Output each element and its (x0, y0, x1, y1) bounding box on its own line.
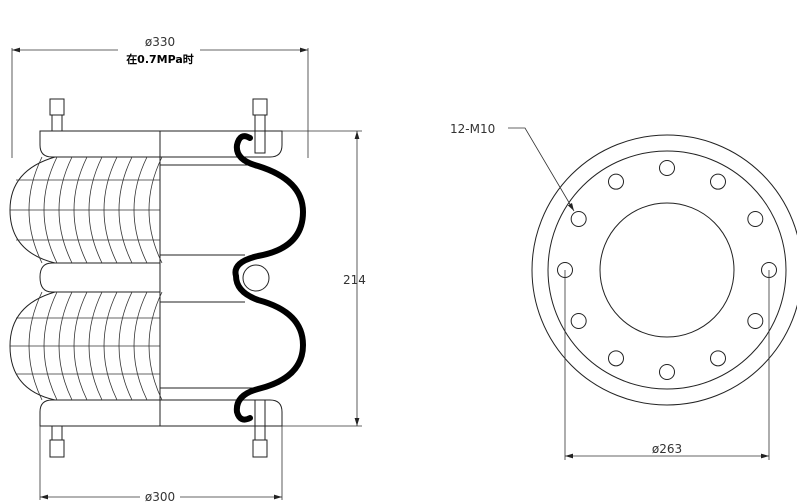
bottom-plate (39, 399, 283, 427)
bellows-rib (58, 291, 73, 401)
bolt-holes (557, 160, 777, 380)
bellows-rib (58, 156, 73, 264)
center-hole (599, 202, 735, 338)
bellows-rib (103, 156, 118, 264)
plate-circle (547, 150, 787, 390)
bolt-hole (710, 173, 726, 190)
bolt-hole (747, 313, 764, 329)
bellows-exterior (9, 156, 163, 401)
top-diameter-label: ø330 (145, 35, 175, 49)
bellows-rib (103, 291, 118, 401)
bellows-rib (118, 291, 133, 401)
bolt-label: 12-M10 (450, 122, 495, 136)
bolt-hole (659, 160, 675, 176)
top-diameter-dimension: ø330 在0.7MPa时 (11, 35, 309, 158)
top-bolts (49, 98, 268, 154)
bolt-hole (570, 313, 587, 329)
girdle-ring (242, 264, 270, 292)
height-label: 214 (343, 273, 366, 287)
pressure-note: 在0.7MPa时 (126, 52, 194, 66)
bolt-circle-label: ø263 (652, 442, 682, 456)
bolt-hole (710, 350, 726, 367)
bottom-bolts (49, 399, 268, 458)
bellows-wall (232, 133, 307, 423)
side-view: ø330 在0.7MPa时 (9, 35, 366, 503)
bellows-rib (133, 156, 148, 264)
plan-view: 12-M10 ø263 (450, 122, 797, 460)
bolt-hole (608, 173, 624, 190)
bottom-diameter-label: ø300 (145, 490, 175, 503)
bellows-rib (43, 156, 58, 264)
bellows-profile (160, 133, 307, 423)
bolt-hole (608, 350, 624, 367)
bolt-hole (659, 364, 675, 380)
bolt-hole (747, 211, 764, 227)
bellows-rib (73, 156, 88, 264)
bellows-rib (88, 291, 103, 401)
bellows-rib (118, 156, 133, 264)
bolt-hole (570, 211, 587, 227)
top-plate (39, 130, 283, 158)
bellows-rib (88, 156, 103, 264)
bellows-rib (43, 291, 58, 401)
bellows-ribs (28, 156, 163, 401)
bellows-rib (133, 291, 148, 401)
bolt-circle-dimension: ø263 (564, 270, 770, 460)
height-dimension: 214 (282, 130, 366, 427)
bellows-rib (148, 291, 163, 401)
outer-circle (531, 134, 797, 406)
bellows-rib (73, 291, 88, 401)
bolt-leader: 12-M10 (450, 122, 575, 212)
bottom-diameter-dimension: ø300 (39, 426, 283, 503)
bellows-rib (148, 156, 163, 264)
bellows-rib (28, 291, 43, 401)
bellows-rib (28, 156, 43, 264)
